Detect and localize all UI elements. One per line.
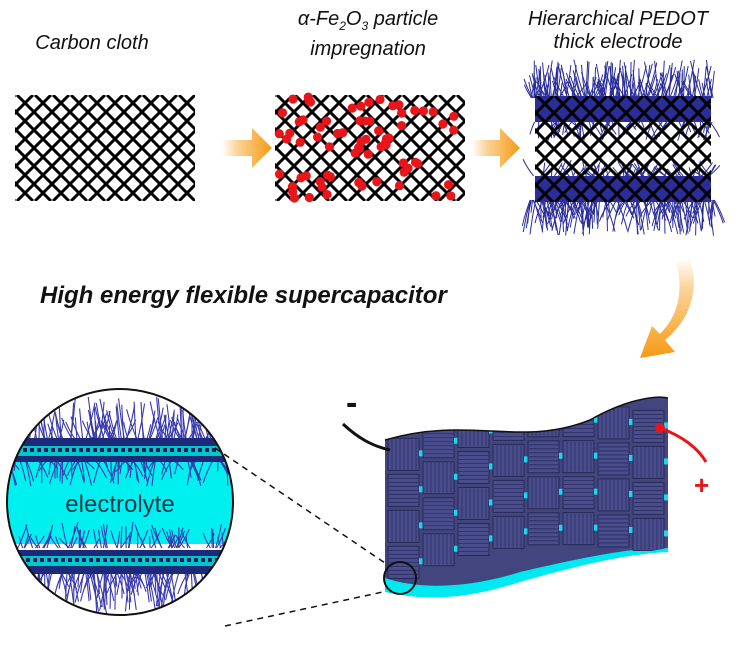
arrow-right-2 <box>472 128 520 168</box>
step-label-impregnation: α-Fe2O3 particle impregnation <box>297 8 439 60</box>
negative-sign: - <box>346 384 358 422</box>
positive-terminal-dot <box>655 423 665 433</box>
zoom-line-top <box>214 447 389 566</box>
step-label-carbon-cloth: Carbon cloth <box>35 32 149 54</box>
electrolyte-label: electrolyte <box>65 491 175 518</box>
negative-wire <box>341 422 391 452</box>
arrow-right-1 <box>222 128 272 168</box>
step-label-pedot: Hierarchical PEDOT thick electrode <box>527 8 709 53</box>
positive-wire <box>659 426 708 463</box>
fe2o3-particles <box>274 92 459 203</box>
weave-sheet <box>385 397 668 586</box>
pedot-mesh <box>535 96 711 202</box>
zoom-marker-circle <box>383 561 417 595</box>
electrode-cross-section-inset <box>7 389 233 615</box>
zoom-line-bottom <box>224 589 393 627</box>
flexible-supercapacitor <box>384 396 669 598</box>
headline: High energy flexible supercapacitor <box>40 282 447 309</box>
arrow-curved-down <box>640 258 694 358</box>
inset-circle-outline <box>6 388 234 616</box>
carbon-cloth-mesh <box>15 95 195 201</box>
positive-sign: + <box>694 470 710 500</box>
